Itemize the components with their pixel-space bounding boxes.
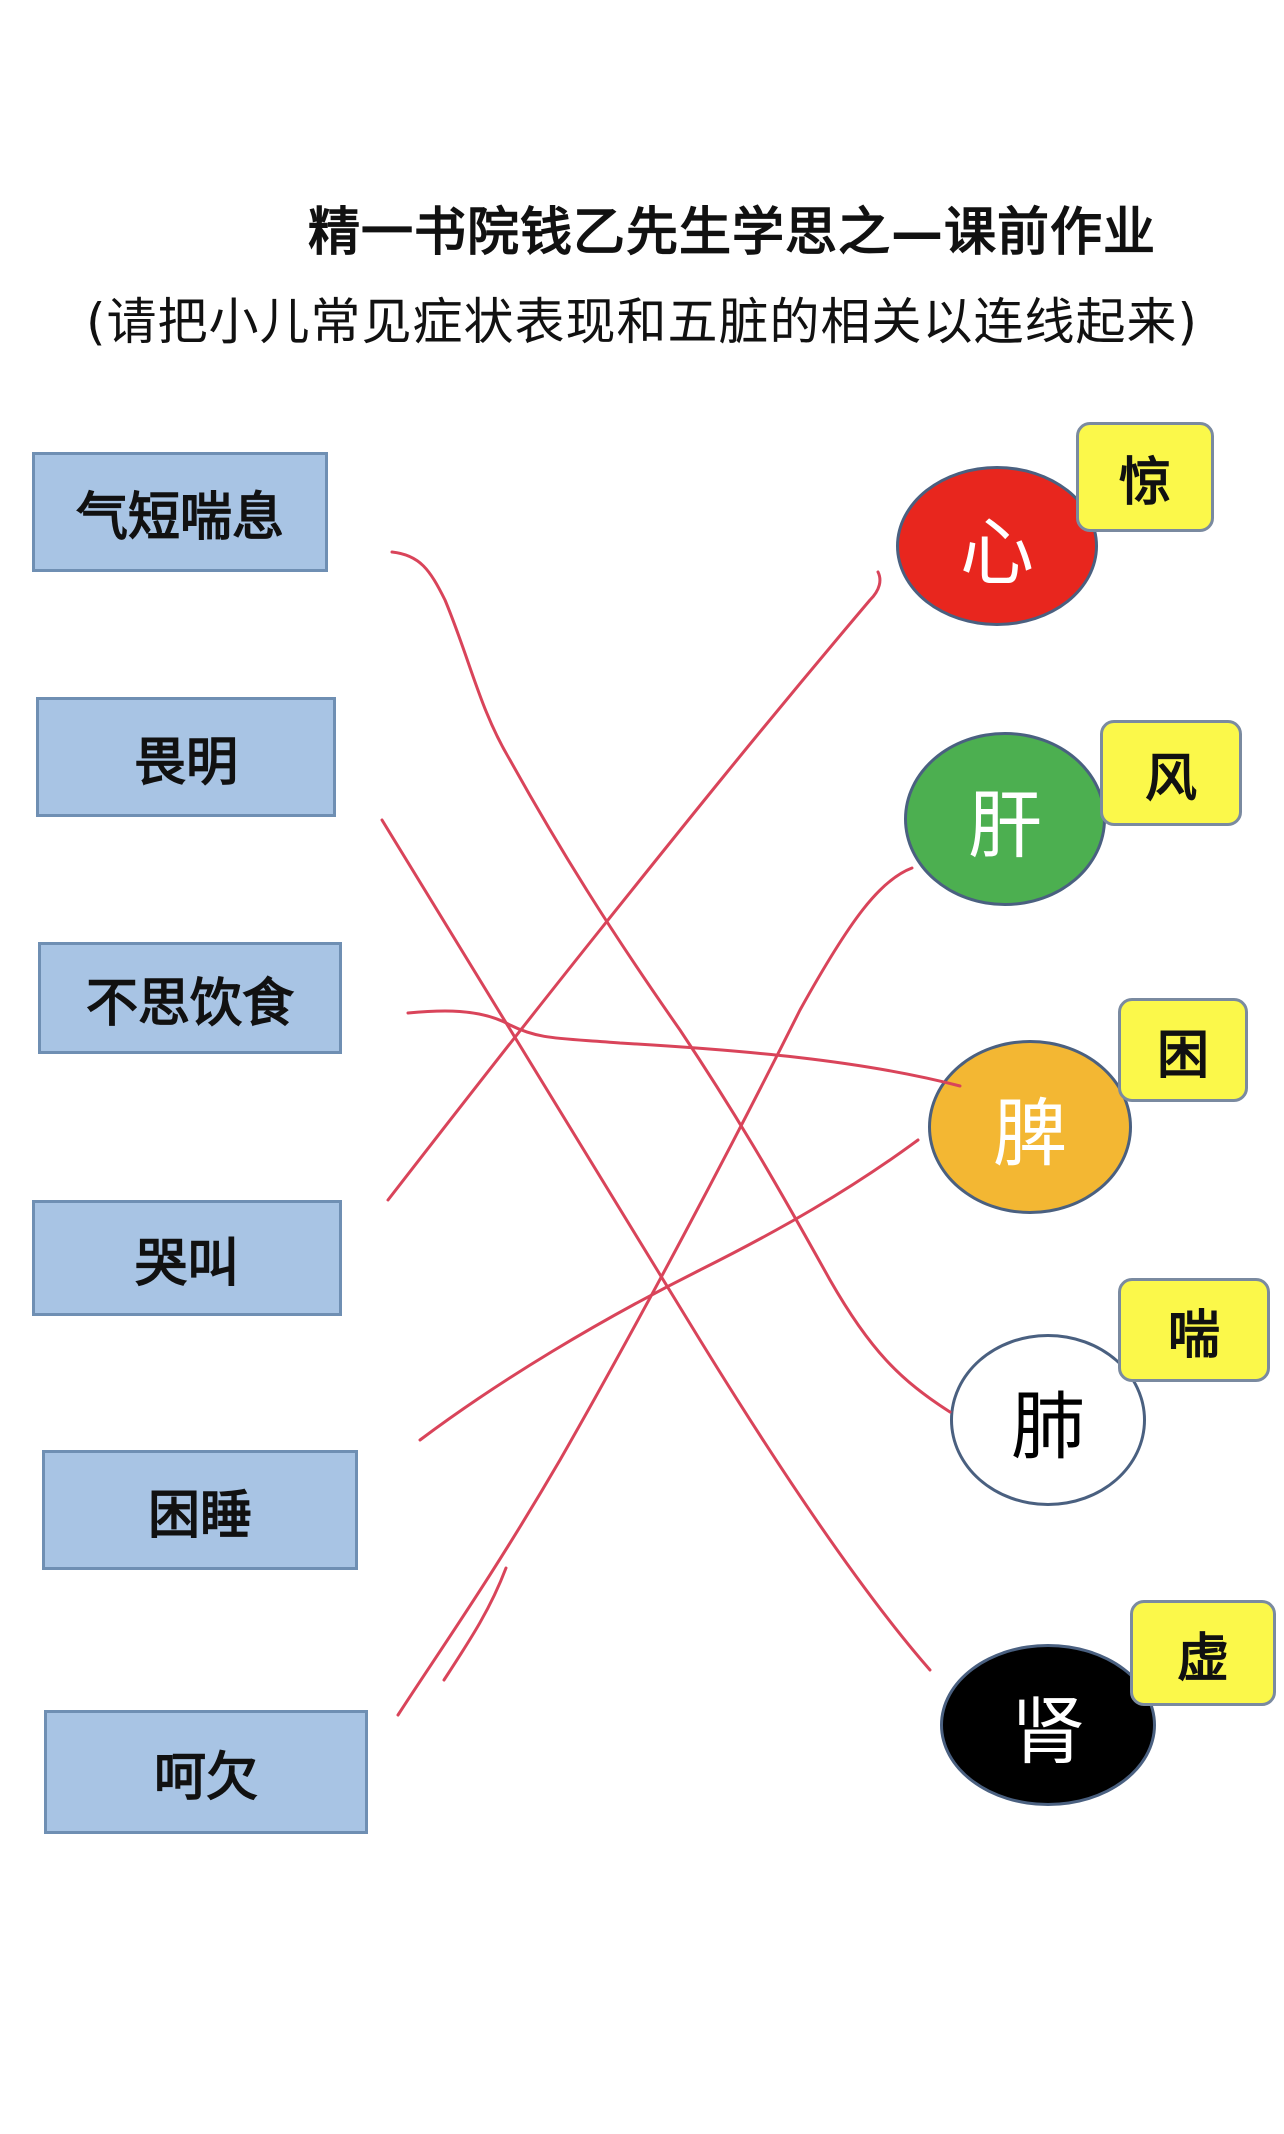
organ-kidney[interactable]: 肾 (940, 1644, 1156, 1806)
organ-label-heart: 心 (960, 509, 1034, 596)
tag-heart: 惊 (1076, 422, 1214, 532)
organ-label-lung: 肺 (1011, 1383, 1085, 1470)
symptom-box-drowsy[interactable]: 困睡 (42, 1450, 358, 1570)
symptom-box-no-appetite[interactable]: 不思饮食 (38, 942, 342, 1054)
line-photophobia-to-kidney (380, 818, 932, 1672)
symptom-box-yawning[interactable]: 呵欠 (44, 1710, 368, 1834)
line-group (380, 550, 962, 1717)
tag-spleen: 困 (1118, 998, 1248, 1102)
organ-label-spleen: 脾 (993, 1090, 1067, 1177)
page-subtitle: (请把小儿常见症状表现和五脏的相关以连线起来) (85, 293, 1198, 351)
organ-liver[interactable]: 肝 (904, 732, 1106, 906)
page-title: 精一书院钱乙先生学思之—课前作业 (307, 203, 1156, 263)
organ-label-kidney: 肾 (1011, 1688, 1085, 1775)
organ-label-liver: 肝 (968, 782, 1042, 869)
symptom-box-shortness-of-breath[interactable]: 气短喘息 (32, 452, 328, 572)
line-shortness-of-breath-to-lung (390, 550, 952, 1414)
organ-heart[interactable]: 心 (896, 466, 1098, 626)
line-yawning-to-liver (396, 866, 914, 1717)
tag-lung: 喘 (1118, 1278, 1270, 1382)
line-drowsy-to-spleen (418, 1138, 920, 1442)
line-no-appetite-to-spleen (406, 1009, 962, 1088)
symptom-box-photophobia[interactable]: 畏明 (36, 697, 336, 817)
organ-lung[interactable]: 肺 (950, 1334, 1146, 1506)
line-crying-to-heart (386, 570, 882, 1202)
organ-spleen[interactable]: 脾 (928, 1040, 1132, 1214)
symptom-box-crying[interactable]: 哭叫 (32, 1200, 342, 1316)
tag-kidney: 虚 (1130, 1600, 1276, 1706)
tag-liver: 风 (1100, 720, 1242, 826)
line-yawning-stroke-2 (442, 1566, 508, 1682)
